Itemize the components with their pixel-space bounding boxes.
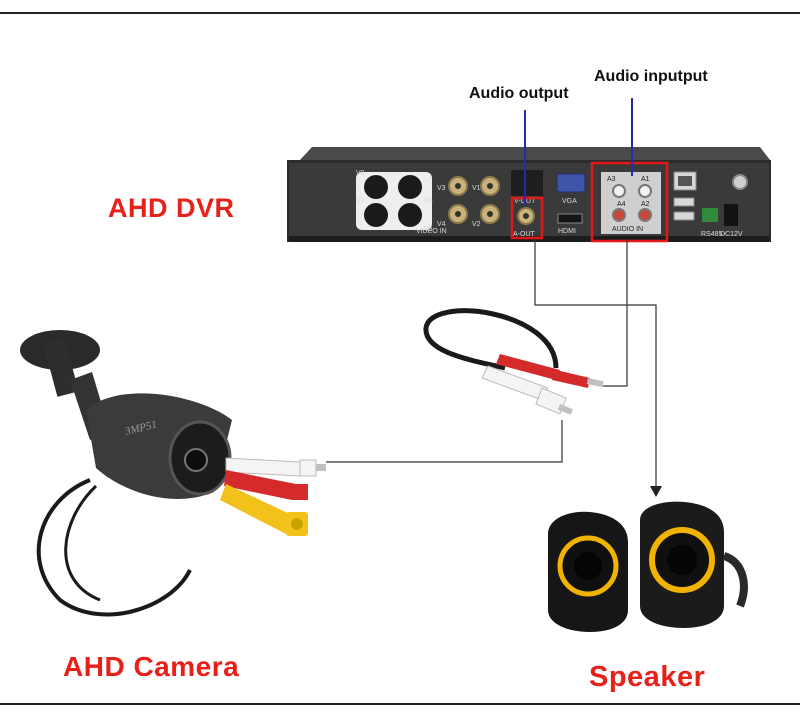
audio-in-label: AUDIO IN bbox=[612, 226, 643, 233]
dvr-device: V8 V7 V5 V6 V3 V1 V4 V2 VIDEO IN V-OUT A… bbox=[287, 147, 771, 242]
rca-cable bbox=[426, 311, 604, 415]
camera-pigtail bbox=[220, 458, 326, 536]
audio-ch-a1: A1 bbox=[641, 176, 650, 183]
audio-ch-a3: A3 bbox=[607, 176, 616, 183]
audio-ch-a4: A4 bbox=[617, 201, 626, 208]
dc12v-label: DC12V bbox=[720, 231, 743, 238]
speaker-pair bbox=[548, 502, 744, 632]
ahd-camera: 3MP51 bbox=[20, 330, 232, 614]
channel-label-v2: V2 bbox=[472, 221, 481, 228]
vga-label: VGA bbox=[562, 198, 577, 205]
audio-ch-a2: A2 bbox=[641, 201, 650, 208]
channel-label-v3: V3 bbox=[437, 185, 446, 192]
speaker-arrow bbox=[650, 486, 662, 497]
channel-label-v5: V5 bbox=[424, 198, 433, 205]
channel-label-v4: V4 bbox=[437, 221, 446, 228]
channel-label-v7: V7 bbox=[356, 198, 365, 205]
hdmi-label: HDMI bbox=[558, 228, 576, 235]
video-in-label: VIDEO IN bbox=[416, 228, 447, 235]
channel-label-v8: V8 bbox=[356, 170, 365, 177]
channel-label-v1: V1 bbox=[472, 185, 481, 192]
